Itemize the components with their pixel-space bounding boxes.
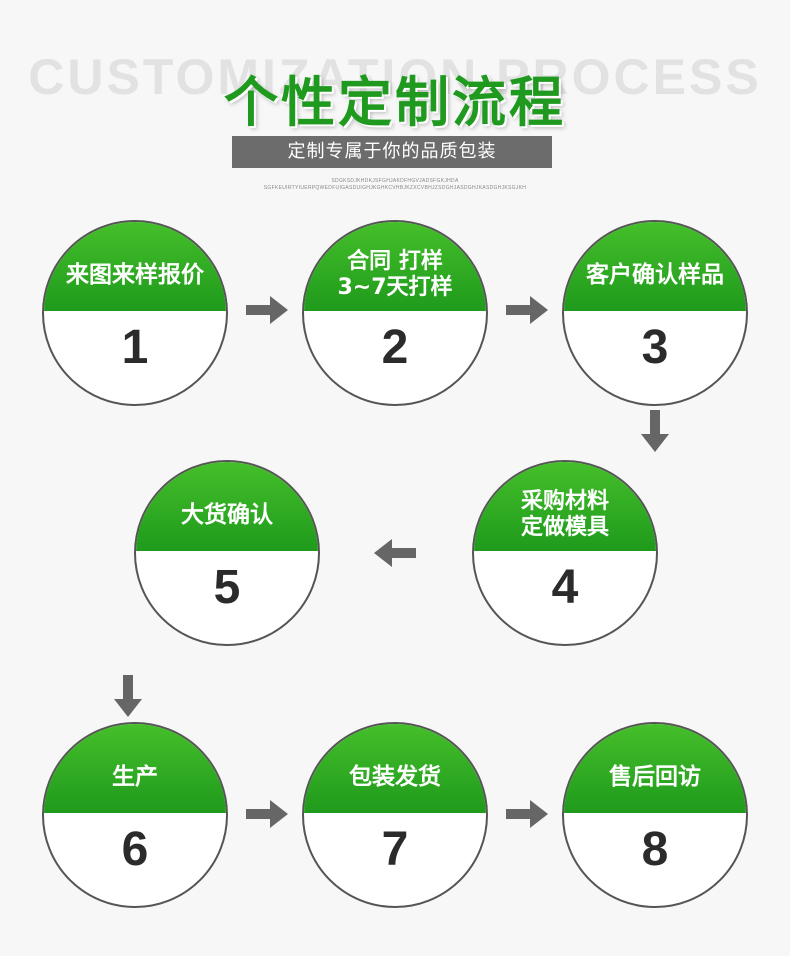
- step-1-label-area: 来图来样报价: [44, 222, 226, 312]
- step-3-label: 客户确认样品: [586, 261, 724, 288]
- step-3-number: 3: [641, 321, 669, 374]
- step-3-circle: 客户确认样品 3: [562, 220, 748, 406]
- step-5-label: 大货确认: [181, 501, 273, 528]
- step-7-label-area: 包装发货: [304, 724, 486, 814]
- step-4-label-area: 采购材料 定做模具: [474, 462, 656, 552]
- step-1-number: 1: [121, 321, 149, 374]
- step-2-number: 2: [381, 321, 409, 374]
- arrow-left-icon: [374, 539, 416, 567]
- step-4-number: 4: [551, 561, 579, 614]
- arrow-right-icon: [246, 296, 288, 324]
- fine-print-line-1: SDGKSDJKHDKJSFGHJAKDFHGVJADSFGKJHDA: [331, 178, 459, 184]
- arrow-right-icon: [506, 800, 548, 828]
- step-1-label: 来图来样报价: [66, 261, 204, 288]
- page-title: 个性定制流程: [224, 71, 566, 134]
- step-1-circle: 来图来样报价 1: [42, 220, 228, 406]
- background-watermark-title: CUSTOMIZATION PROCESS: [28, 49, 762, 105]
- arrow-down-icon: [114, 675, 142, 717]
- step-7-circle: 包装发货 7: [302, 722, 488, 908]
- step-3-label-area: 客户确认样品: [564, 222, 746, 312]
- step-2-label-line-1: 合同 打样: [347, 248, 443, 274]
- arrow-down-icon: [641, 410, 669, 452]
- step-5-number: 5: [213, 561, 241, 614]
- subtitle-banner: 定制专属于你的品质包装: [232, 136, 552, 168]
- step-2-circle: 合同 打样 3~7天打样 2: [302, 220, 488, 406]
- step-8-circle: 售后回访 8: [562, 722, 748, 908]
- step-4-label-line-2: 定做模具: [520, 514, 609, 540]
- arrow-right-icon: [246, 800, 288, 828]
- step-6-circle: 生产 6: [42, 722, 228, 908]
- step-6-label-area: 生产: [44, 724, 226, 814]
- step-4-label-line-1: 采购材料: [520, 488, 609, 514]
- step-7-number: 7: [381, 823, 409, 876]
- step-8-number: 8: [641, 823, 669, 876]
- step-2-label-area: 合同 打样 3~7天打样: [304, 222, 486, 312]
- step-8-label-area: 售后回访: [564, 724, 746, 814]
- step-5-label-area: 大货确认: [136, 462, 318, 552]
- step-6-number: 6: [121, 823, 149, 876]
- step-4-circle: 采购材料 定做模具 4: [472, 460, 658, 646]
- step-5-circle: 大货确认 5: [134, 460, 320, 646]
- fine-print-line-2: SGFKEUIRTYIUERPQWEDFUIGASDUIGHJKGHKCVHBJ…: [263, 185, 527, 191]
- step-2-label-line-2: 3~7天打样: [337, 274, 453, 300]
- arrow-right-icon: [506, 296, 548, 324]
- step-6-label: 生产: [112, 763, 158, 790]
- step-8-label: 售后回访: [609, 763, 701, 790]
- step-7-label: 包装发货: [349, 763, 441, 790]
